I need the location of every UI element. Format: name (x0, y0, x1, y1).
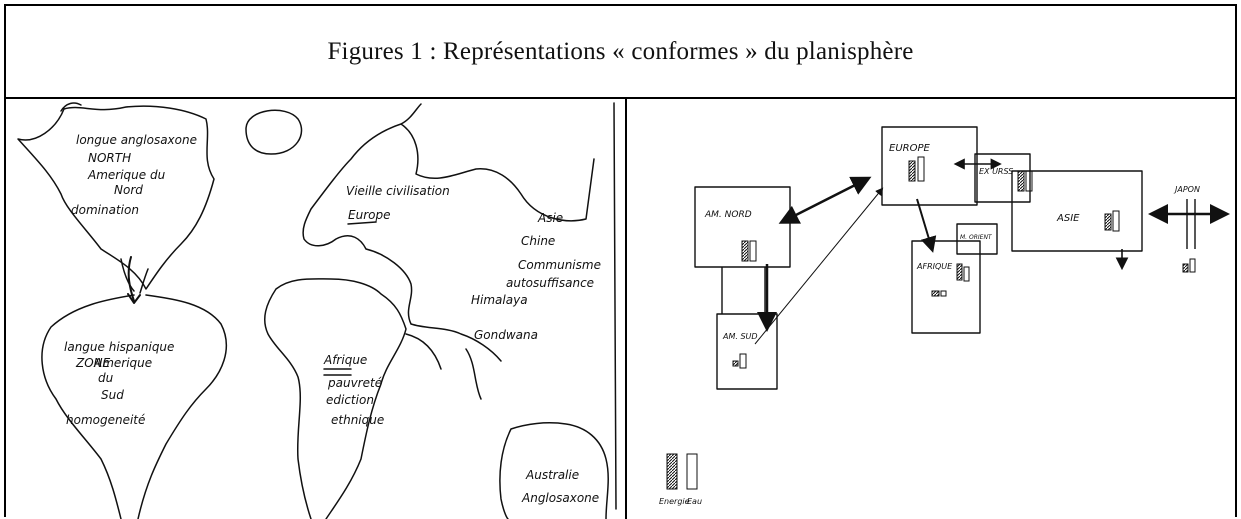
circle-outline (245, 109, 303, 155)
legend-water-label: Eau (687, 497, 702, 506)
arrow-europe-afrique (916, 198, 937, 253)
africa-text-3: ediction (326, 393, 374, 407)
europe-text-1: Vieille civilisation (346, 184, 450, 198)
north-america-outline (17, 105, 215, 290)
arrow-am-nord-europe (778, 176, 872, 224)
na-text-3: Amerique du (87, 168, 166, 182)
asia-text-1: Asie (537, 211, 563, 225)
asia-text-4: autosuffisance (506, 276, 594, 290)
schematic-sketch: EUROPE EX URSS ASIE JAPON AM. NORD AM. S… (659, 126, 1230, 506)
na-text-5: domination (71, 203, 139, 217)
central-america-outline (120, 258, 149, 294)
asia-text-2: Chine (521, 234, 555, 248)
na-text-4: Nord (114, 183, 143, 197)
label-afrique: AFRIQUE (916, 262, 953, 271)
label-asie: ASIE (1056, 213, 1080, 224)
legend-energy-icon (666, 453, 678, 490)
label-japon: JAPON (1173, 185, 1200, 194)
sa-text-1: langue hispanique (64, 340, 174, 354)
himalaya-text: Himalaya (471, 293, 528, 307)
sa-text-2: ZONE (75, 356, 111, 370)
label-am-nord: AM. NORD (704, 210, 752, 220)
africa-text-4: ethnique (331, 413, 384, 427)
label-europe: EUROPE (889, 143, 930, 154)
africa-text-1: Afrique (323, 353, 367, 367)
australia-text-1: Australie (525, 468, 579, 482)
caption-row: Figures 1 : Représentations « conformes … (6, 6, 1235, 99)
label-moyen-orient: M. ORIENT (960, 234, 993, 241)
sa-text-3: Amerique (93, 356, 152, 370)
label-urss: EX URSS (979, 167, 1013, 176)
figure-table: Figures 1 : Représentations « conformes … (4, 4, 1237, 519)
column-divider (625, 97, 627, 519)
box-moyen-orient (956, 223, 998, 255)
box-am-nord (694, 186, 791, 268)
box-stem (721, 267, 766, 314)
africa-outline (264, 278, 407, 519)
box-europe (881, 126, 978, 206)
legend-energy-label: Energie (659, 497, 690, 506)
box-am-sud (716, 313, 778, 390)
schematic-world-map: EUROPE EX URSS ASIE JAPON AM. NORD AM. S… (627, 99, 1237, 519)
box-asie (1011, 170, 1143, 252)
hand-drawn-world-map: longue anglosaxone NORTH Amerique du Nor… (6, 99, 625, 519)
legend-water-icon (686, 453, 698, 490)
na-text-2: NORTH (88, 151, 131, 165)
na-text-1: longue anglosaxone (76, 133, 197, 147)
europe-asia-outline (302, 103, 595, 362)
world-map-sketch: longue anglosaxone NORTH Amerique du Nor… (17, 102, 617, 519)
south-america-outline (41, 294, 227, 519)
sa-text-5: Sud (101, 388, 124, 402)
australia-outline (499, 422, 609, 519)
australia-text-2: Anglosaxone (521, 491, 599, 505)
europe-text-2: Europe (348, 208, 390, 222)
sa-text-4: du (98, 371, 114, 385)
asia-text-3: Communisme (518, 258, 601, 272)
box-afrique (911, 240, 981, 334)
japon-bar (1186, 199, 1196, 249)
box-urss (974, 153, 1031, 203)
africa-text-2: pauvreté (327, 376, 382, 390)
sa-text-6: homogeneité (66, 413, 145, 427)
figure-caption: Figures 1 : Représentations « conformes … (327, 37, 914, 65)
gondwana-text: Gondwana (474, 328, 538, 342)
label-am-sud: AM. SUD (722, 332, 758, 341)
